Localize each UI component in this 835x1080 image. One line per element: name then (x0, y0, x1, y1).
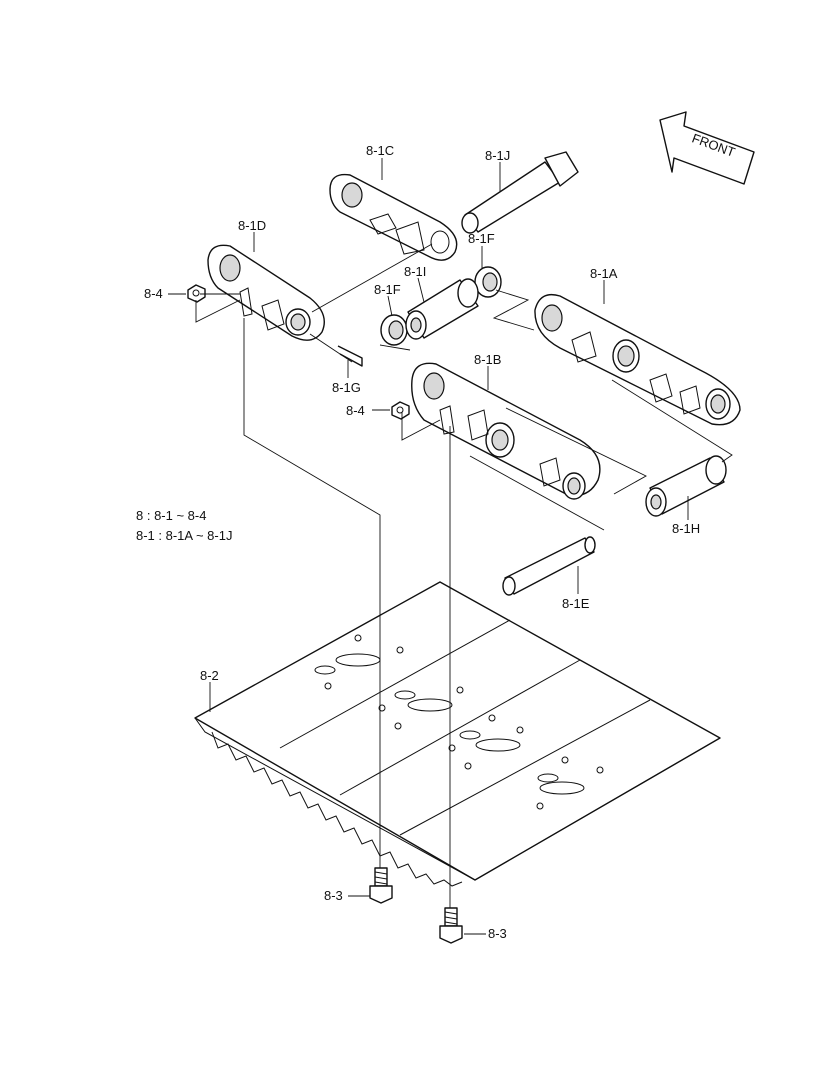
seal-8-1f-left (380, 314, 408, 346)
legend-line-1: 8 : 8-1 ~ 8-4 (136, 508, 206, 523)
callout-8-1e: 8-1E (562, 596, 590, 611)
link-8-1a (534, 293, 741, 426)
callout-8-3-right: 8-3 (488, 926, 507, 941)
nut-8-4-mid (391, 401, 410, 420)
legend-line-2: 8-1 : 8-1A ~ 8-1J (136, 528, 232, 543)
callout-8-3-left: 8-3 (324, 888, 343, 903)
shoe-bolt-holes (314, 634, 604, 810)
front-arrow: FRONT (659, 111, 755, 185)
bushing-8-1h (645, 455, 727, 517)
callout-8-1i: 8-1I (404, 264, 426, 279)
callout-8-2: 8-2 (200, 668, 219, 683)
legend: 8 : 8-1 ~ 8-4 8-1 : 8-1A ~ 8-1J (136, 508, 232, 543)
bolt-8-3-left (369, 867, 393, 904)
callout-8-1g: 8-1G (332, 380, 361, 395)
callout-8-1j: 8-1J (485, 148, 510, 163)
link-8-1c (329, 173, 458, 261)
callout-8-1d: 8-1D (238, 218, 266, 233)
track-shoe-plate (194, 581, 721, 887)
callout-8-4-top: 8-4 (144, 286, 163, 301)
callout-8-1a: 8-1A (590, 266, 618, 281)
callout-8-1b: 8-1B (474, 352, 501, 367)
callout-8-1f-top: 8-1F (468, 231, 495, 246)
seal-8-1f-top (474, 266, 502, 298)
bolt-8-3-right (439, 907, 463, 944)
pin-8-1j (461, 151, 579, 234)
shoe-grousers (211, 731, 463, 887)
key-8-1g (337, 345, 363, 367)
assembly-leader-lines (195, 243, 733, 908)
callout-leaders (168, 158, 689, 935)
bushing-8-1i (405, 278, 479, 340)
callout-8-1h: 8-1H (672, 521, 700, 536)
link-8-1b (411, 362, 601, 500)
link-8-1d (207, 244, 325, 341)
callout-8-1f-left: 8-1F (374, 282, 401, 297)
callout-8-4-mid: 8-4 (346, 403, 365, 418)
callout-8-1c: 8-1C (366, 143, 394, 158)
pin-8-1e (502, 536, 596, 596)
callout-labels: 8-1C 8-1J 8-1D 8-1F 8-1I 8-1F 8-1A 8-4 8… (144, 143, 700, 941)
nut-8-4-top (187, 284, 206, 303)
